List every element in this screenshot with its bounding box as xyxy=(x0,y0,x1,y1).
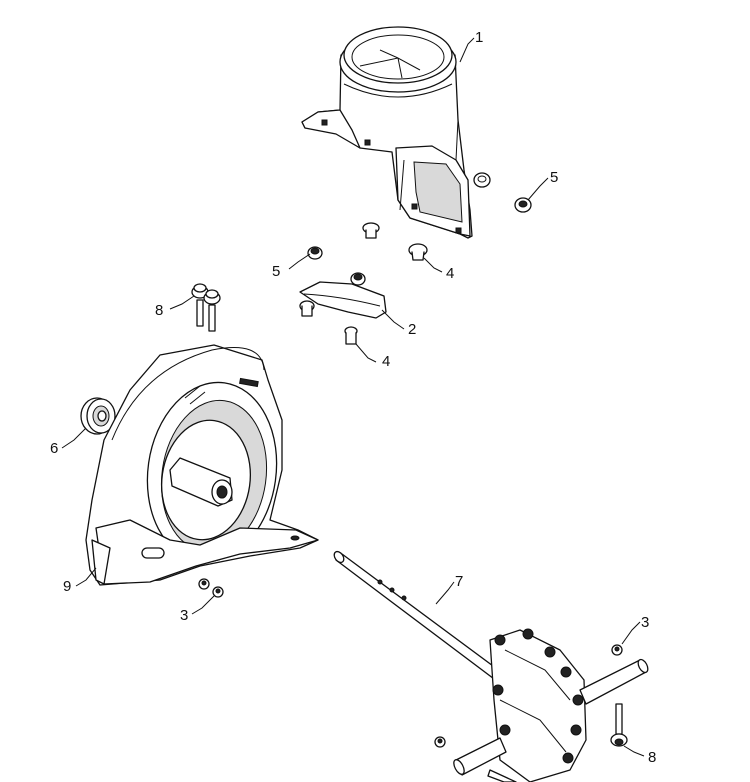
callout-3: 3 xyxy=(180,607,188,624)
callout-9: 9 xyxy=(63,578,71,595)
discharge-chute xyxy=(301,26,473,239)
callout-1: 1 xyxy=(475,29,483,46)
hex-bolt-pair-8 xyxy=(191,283,221,332)
callout-3: 3 xyxy=(641,614,649,631)
callout-5: 5 xyxy=(550,169,558,186)
leader-lines xyxy=(61,37,645,757)
callout-labels: 1 5 5 4 4 2 8 8 6 9 3 3 7 xyxy=(50,29,656,766)
callout-4: 4 xyxy=(446,265,454,282)
hex-bolt-8 xyxy=(610,703,628,747)
hex-nut-3 xyxy=(198,578,623,748)
callout-8: 8 xyxy=(648,749,656,766)
callout-4: 4 xyxy=(382,353,390,370)
carriage-bolt-4 xyxy=(299,222,428,345)
flange-nut-5 xyxy=(307,172,532,286)
bearing xyxy=(80,397,116,435)
callout-5: 5 xyxy=(272,263,280,280)
callout-8: 8 xyxy=(155,302,163,319)
callout-7: 7 xyxy=(455,573,463,590)
auger-shaft-gearbox xyxy=(333,550,649,782)
callout-2: 2 xyxy=(408,321,416,338)
callout-6: 6 xyxy=(50,440,58,457)
bracket-plate xyxy=(299,281,387,319)
auger-housing xyxy=(85,344,319,586)
